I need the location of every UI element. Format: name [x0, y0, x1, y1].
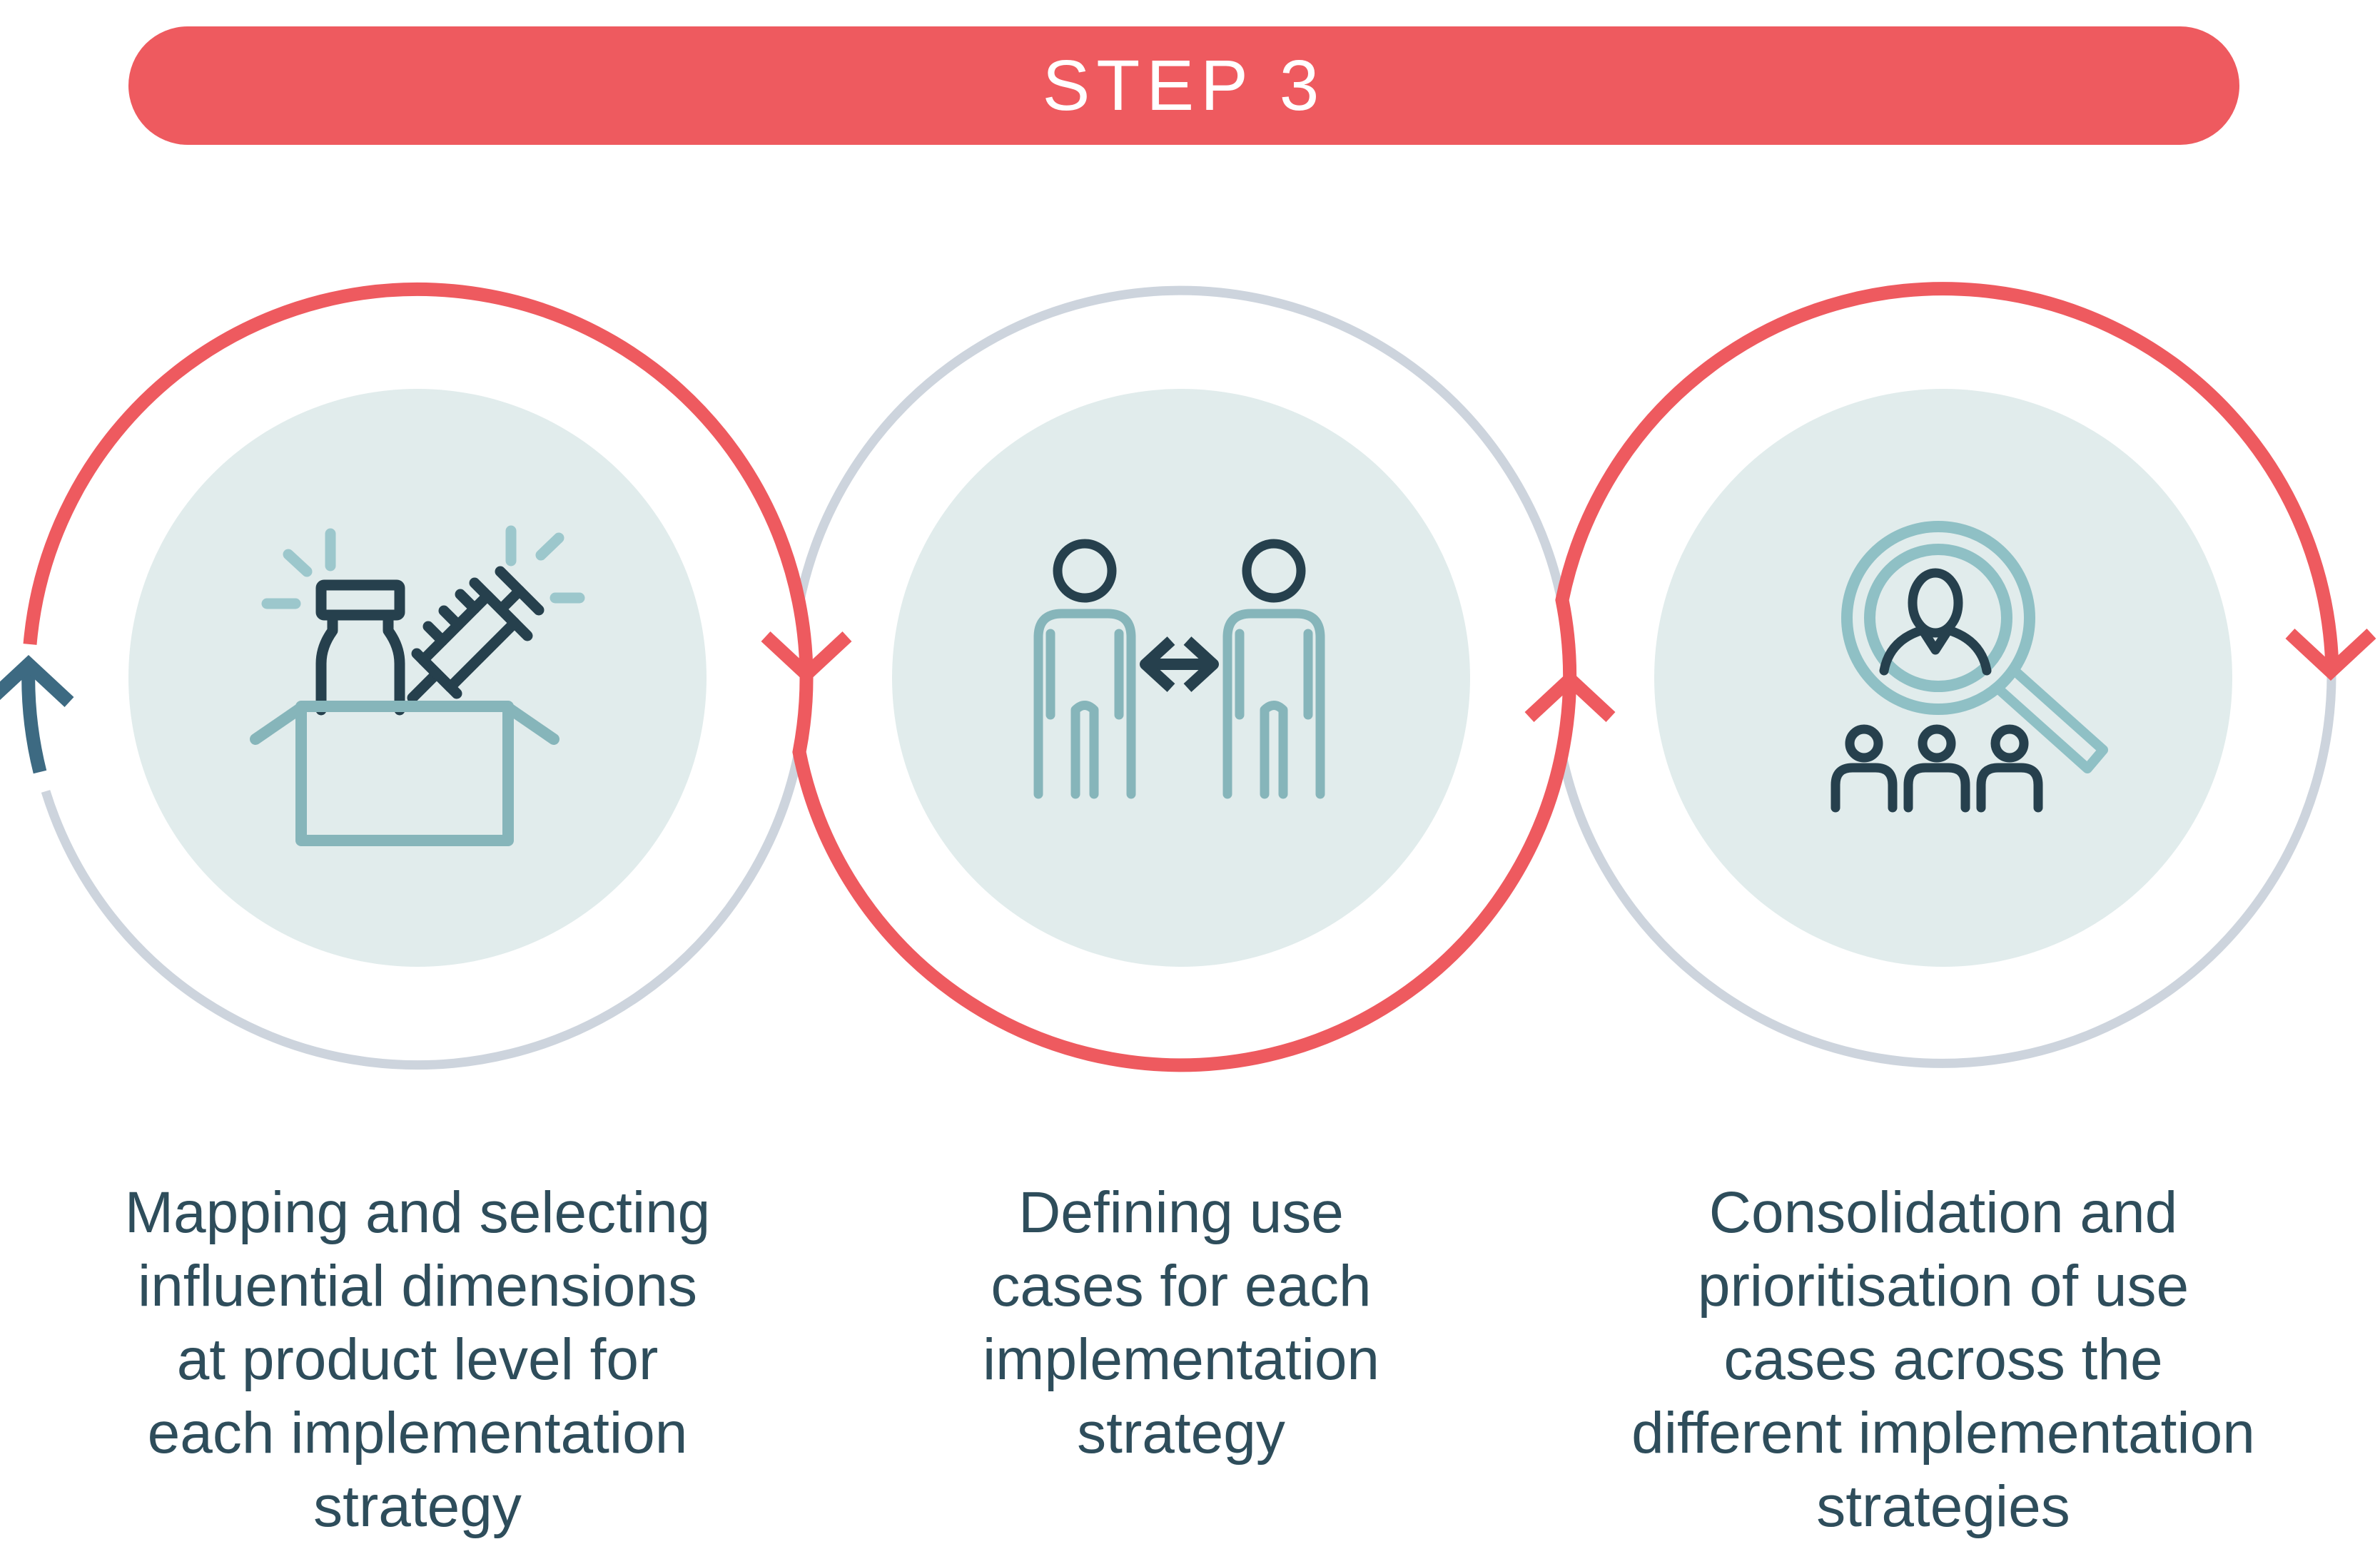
- step3-caption: Consolidation and prioritisation of use …: [1631, 1180, 2255, 1539]
- step2-caption: Defining use cases for each implementati…: [982, 1180, 1380, 1466]
- open-box-icon: [250, 701, 559, 846]
- magnifier-person-icon: [1830, 521, 2108, 813]
- step3-inner-circle: [1654, 389, 2232, 967]
- gray-ring-arc: [41, 285, 2336, 1070]
- step1-inner-circle: [128, 389, 707, 967]
- red-arrow-end-icon: [2285, 629, 2376, 681]
- step-banner-label: STEP 3: [1042, 45, 1326, 126]
- vial-icon: [315, 579, 405, 716]
- red-arrow-up-icon: [1524, 670, 1616, 722]
- magnifier-icon: [1841, 521, 2108, 773]
- person-in-lens-icon: [1879, 568, 1992, 676]
- sparkle-rays-right-icon: [505, 525, 585, 604]
- blue-arrow-up-icon: [0, 655, 74, 774]
- red-arrow-down-icon: [761, 631, 852, 684]
- person-left-icon: [1033, 539, 1136, 799]
- step1-caption: Mapping and selecting influential dimens…: [124, 1180, 711, 1539]
- vaccine-box-icon: [250, 525, 585, 846]
- people-exchange-icon: [1033, 539, 1325, 799]
- person-right-icon: [1222, 539, 1325, 799]
- red-flow-arc: [23, 282, 2339, 1072]
- people-group-icon: [1830, 724, 2043, 813]
- sparkle-rays-left-icon: [261, 528, 336, 609]
- step-banner: STEP 3: [128, 26, 2239, 145]
- step2-inner-circle: [892, 389, 1470, 967]
- double-arrow-icon: [1140, 636, 1219, 692]
- syringe-icon: [407, 566, 545, 704]
